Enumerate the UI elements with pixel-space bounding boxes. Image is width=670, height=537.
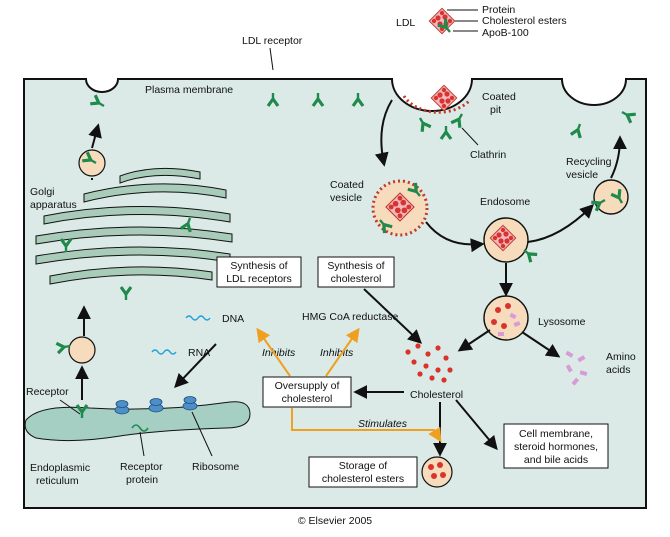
golgi-label: Golgi bbox=[30, 186, 55, 198]
copyright-text: © Elsevier 2005 bbox=[298, 515, 372, 527]
inhibits-label: Inhibits bbox=[262, 347, 296, 359]
golgi-vesicle-lower bbox=[54, 336, 96, 364]
box-cell-membrane-steroids: Cell membrane, steroid hormones, and bil… bbox=[503, 423, 609, 469]
ribosome-icons bbox=[114, 396, 198, 415]
recycling-vesicle bbox=[589, 179, 629, 215]
endosome-label: Endosome bbox=[480, 196, 530, 208]
rna-squiggle bbox=[151, 349, 177, 355]
receptor-protein-label: protein bbox=[126, 474, 158, 486]
stimulates-label: Stimulates bbox=[358, 418, 408, 430]
box-text: cholesterol bbox=[331, 273, 382, 285]
box-text: Synthesis of bbox=[327, 260, 384, 272]
golgi-vesicle-upper bbox=[78, 149, 106, 177]
golgi-label: apparatus bbox=[30, 199, 77, 211]
er-label: Endoplasmic bbox=[30, 462, 90, 474]
coated-pit-label: pit bbox=[490, 104, 501, 116]
receptor-protein-label: Receptor bbox=[120, 461, 163, 473]
coated-pit-label: Coated bbox=[482, 91, 516, 103]
clathrin-label: Clathrin bbox=[470, 149, 506, 161]
ribosome-label: Ribosome bbox=[192, 461, 239, 473]
lysosome bbox=[483, 295, 529, 341]
cholesterol-dots bbox=[405, 343, 453, 383]
coated-vesicle-label: vesicle bbox=[330, 192, 362, 204]
box-text: LDL receptors bbox=[226, 273, 292, 285]
dna-label: DNA bbox=[222, 313, 244, 325]
legend-cholesterol-esters: Cholesterol esters bbox=[482, 15, 567, 27]
flow-arrows bbox=[75, 99, 627, 457]
ldl-receptor-label: LDL receptor bbox=[242, 35, 303, 47]
box-text: cholesterol esters bbox=[322, 473, 404, 485]
box-oversupply-cholesterol: Oversupply of cholesterol bbox=[262, 376, 352, 408]
receptor-label: Receptor bbox=[26, 386, 69, 398]
receptor-protein-strand bbox=[131, 424, 149, 432]
legend-apob-100: ApoB-100 bbox=[482, 27, 529, 39]
box-text: steroid hormones, bbox=[514, 441, 598, 453]
amino-acids-label: acids bbox=[606, 364, 631, 376]
cholesterol-label: Cholesterol bbox=[410, 389, 463, 401]
box-text: Storage of bbox=[339, 460, 388, 472]
plasma-membrane-label: Plasma membrane bbox=[145, 84, 233, 96]
storage-droplet bbox=[421, 456, 453, 488]
ldl-legend: LDL Protein Cholesterol esters ApoB-100 bbox=[396, 4, 567, 39]
hmg-coa-reductase-label: HMG CoA reductase bbox=[302, 311, 398, 323]
recycling-vesicle-label: vesicle bbox=[566, 169, 598, 181]
legend-prefix: LDL bbox=[396, 17, 415, 29]
recycling-vesicle-label: Recycling bbox=[566, 156, 612, 168]
box-text: cholesterol bbox=[282, 393, 333, 405]
box-storage-cholesterol-esters: Storage of cholesterol esters bbox=[308, 456, 418, 488]
box-text: and bile acids bbox=[524, 454, 588, 466]
inhibits-label: Inhibits bbox=[320, 347, 354, 359]
amino-acids-label: Amino bbox=[606, 351, 636, 363]
box-synthesis-cholesterol: Synthesis of cholesterol bbox=[317, 256, 395, 288]
lysosome-label: Lysosome bbox=[538, 316, 586, 328]
regulation-arrows bbox=[256, 327, 442, 443]
box-text: Oversupply of bbox=[275, 380, 340, 392]
box-synthesis-ldl-receptors: Synthesis of LDL receptors bbox=[216, 256, 302, 288]
box-text: Synthesis of bbox=[230, 260, 287, 272]
dna-squiggle bbox=[185, 315, 211, 321]
amino-acids bbox=[565, 350, 588, 386]
box-text: Cell membrane, bbox=[519, 428, 593, 440]
coated-pit bbox=[402, 84, 472, 141]
ldl-particle-icon bbox=[428, 7, 456, 37]
er-label: reticulum bbox=[36, 475, 79, 487]
legend-protein: Protein bbox=[482, 4, 515, 16]
coated-vesicle-label: Coated bbox=[330, 179, 364, 191]
coated-vesicle bbox=[371, 179, 429, 237]
